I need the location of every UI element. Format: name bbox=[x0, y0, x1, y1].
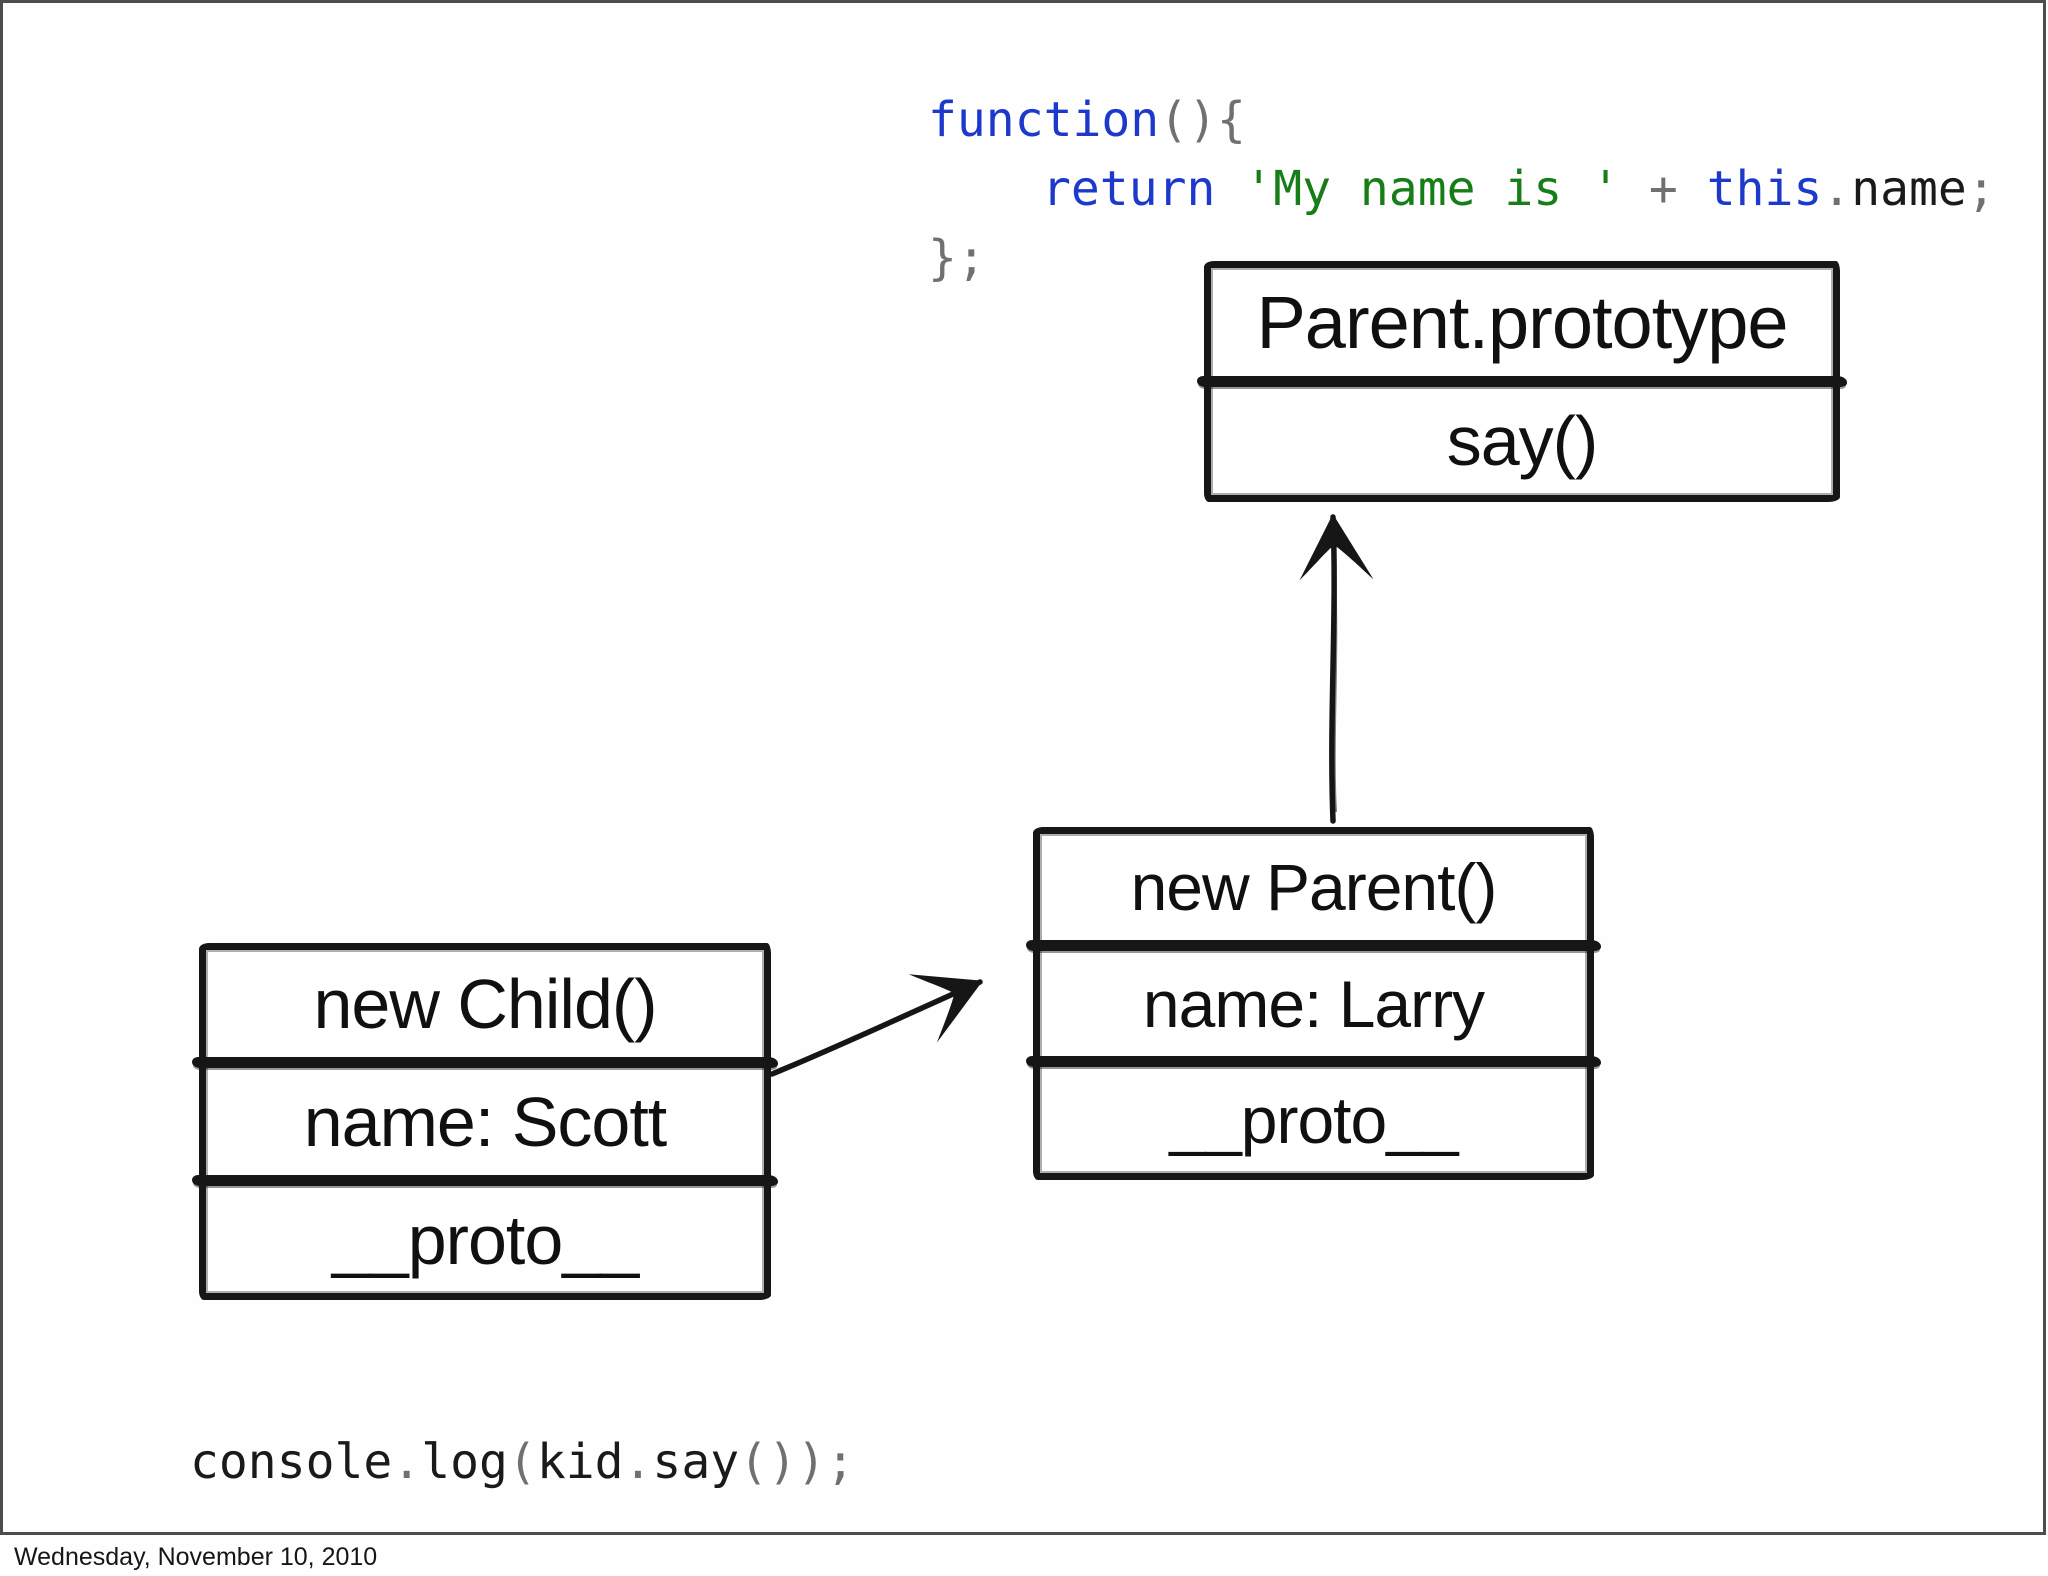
code-token: this bbox=[1706, 161, 1823, 217]
object-box-new-child: new Child() name: Scott __proto__ bbox=[192, 943, 778, 1300]
code-line: return 'My name is ' + this.name; bbox=[928, 155, 1996, 224]
box-row-proto-property: __proto__ bbox=[1169, 1083, 1458, 1158]
code-line: console.log(kid.say()); bbox=[190, 1432, 855, 1492]
box-row-name-property: name: Scott bbox=[303, 1082, 668, 1161]
code-line: function(){ bbox=[928, 86, 1996, 155]
code-snippet-function: function(){ return 'My name is ' + this.… bbox=[928, 86, 1996, 293]
code-token: return bbox=[1042, 161, 1245, 217]
code-token: + bbox=[1648, 161, 1678, 217]
footer-date: Wednesday, November 10, 2010 bbox=[14, 1543, 378, 1571]
box-divider bbox=[192, 1057, 778, 1068]
object-box-parent-prototype: Parent.prototype say() bbox=[1197, 261, 1847, 502]
code-token: ()); bbox=[739, 1434, 855, 1490]
code-token: kid bbox=[536, 1434, 624, 1490]
code-token: ( bbox=[507, 1434, 537, 1490]
code-token: . bbox=[1822, 161, 1852, 217]
code-snippet-console-log: console.log(kid.say()); bbox=[190, 1432, 855, 1492]
code-token: function bbox=[928, 92, 1160, 148]
box-row-say-method: say() bbox=[1446, 402, 1599, 480]
box-divider bbox=[1197, 376, 1847, 387]
code-token bbox=[1620, 161, 1649, 217]
code-token: console bbox=[190, 1434, 393, 1490]
code-token: name bbox=[1851, 161, 1967, 217]
box-title: new Parent() bbox=[1130, 849, 1498, 924]
code-line: }; bbox=[928, 224, 1996, 293]
box-divider bbox=[1026, 1056, 1601, 1068]
code-token: . bbox=[392, 1434, 422, 1490]
box-title: Parent.prototype bbox=[1256, 280, 1788, 364]
code-token: }; bbox=[928, 230, 986, 286]
object-box-new-parent: new Parent() name: Larry __proto__ bbox=[1026, 827, 1601, 1180]
code-token: log bbox=[421, 1434, 508, 1490]
code-token: ; bbox=[1966, 161, 1996, 217]
box-title: new Child() bbox=[313, 964, 658, 1043]
box-row-name-property: name: Larry bbox=[1142, 966, 1485, 1041]
box-divider bbox=[192, 1175, 778, 1186]
code-token: (){ bbox=[1159, 92, 1246, 148]
code-token: say bbox=[652, 1434, 740, 1490]
box-divider bbox=[1026, 939, 1601, 951]
box-row-proto-property: __proto__ bbox=[331, 1200, 639, 1279]
code-token: . bbox=[623, 1434, 653, 1490]
code-token: 'My name is ' bbox=[1244, 161, 1620, 217]
slide-border bbox=[0, 0, 2046, 1535]
code-token bbox=[1678, 161, 1707, 217]
